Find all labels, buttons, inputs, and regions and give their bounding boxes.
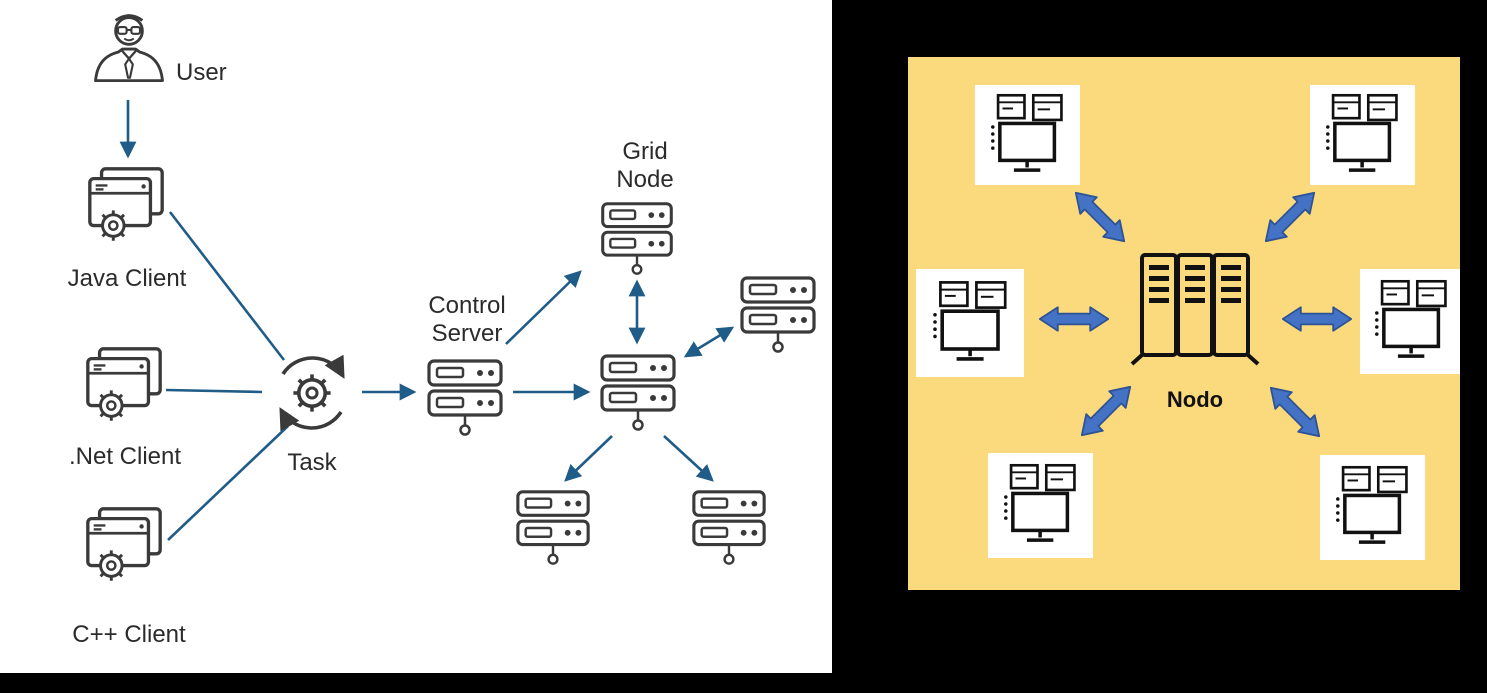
central-node-rack-icon [1130, 253, 1260, 366]
hub-node-icon [600, 354, 676, 432]
grid-architecture-svg: User Java Client .Net Client C++ Client … [68, 14, 816, 648]
control-server-label-line2: Server [432, 320, 503, 347]
arrow-center-bottom-right [1261, 378, 1329, 446]
connector-group [119, 100, 735, 541]
grid-architecture-panel: User Java Client .Net Client C++ Client … [0, 0, 832, 673]
arrow-center-bottom-left [1072, 377, 1140, 445]
right-node-icon [740, 276, 816, 354]
net-client-label: .Net Client [69, 443, 181, 470]
edge-hub-node-right-node [683, 326, 735, 358]
control-server-icon [427, 359, 503, 437]
node-network-card: Nodo [908, 57, 1460, 590]
workstation-group [916, 85, 1460, 560]
cpp-client-label: C++ Client [72, 621, 186, 648]
arrow-center-left [1038, 306, 1110, 332]
edge-net-client-to-task [165, 388, 263, 394]
grid-node-label-line2: Node [616, 166, 673, 193]
central-node-label: Nodo [1167, 387, 1223, 412]
user-label: User [176, 59, 227, 86]
edge-control-server-to-grid-node [505, 270, 582, 345]
edge-hub-to-bottom-right-node [663, 435, 714, 482]
java-client-label: Java Client [68, 265, 187, 292]
bottom-right-node-icon [692, 490, 766, 566]
control-server-label-line1: Control [428, 292, 505, 319]
node-network-panel: Nodo [832, 0, 1487, 693]
edge-java-client-to-task [168, 211, 286, 361]
bottom-left-node-icon [516, 490, 590, 566]
arrow-center-right [1281, 306, 1353, 332]
arrow-center-top-right [1256, 183, 1324, 251]
edge-hub-to-bottom-left-node [564, 435, 613, 482]
user-icon [94, 14, 164, 83]
grid-node-icon [601, 202, 673, 276]
net-client-icon [88, 349, 160, 421]
edge-cpp-client-to-task [167, 425, 289, 541]
node-network-svg: Nodo [916, 85, 1460, 560]
java-client-icon [90, 169, 162, 241]
cpp-client-icon [88, 509, 160, 581]
grid-node-label-line1: Grid [622, 138, 667, 165]
task-icon [281, 358, 343, 428]
task-label: Task [287, 449, 337, 476]
arrow-center-top-left [1066, 183, 1134, 251]
